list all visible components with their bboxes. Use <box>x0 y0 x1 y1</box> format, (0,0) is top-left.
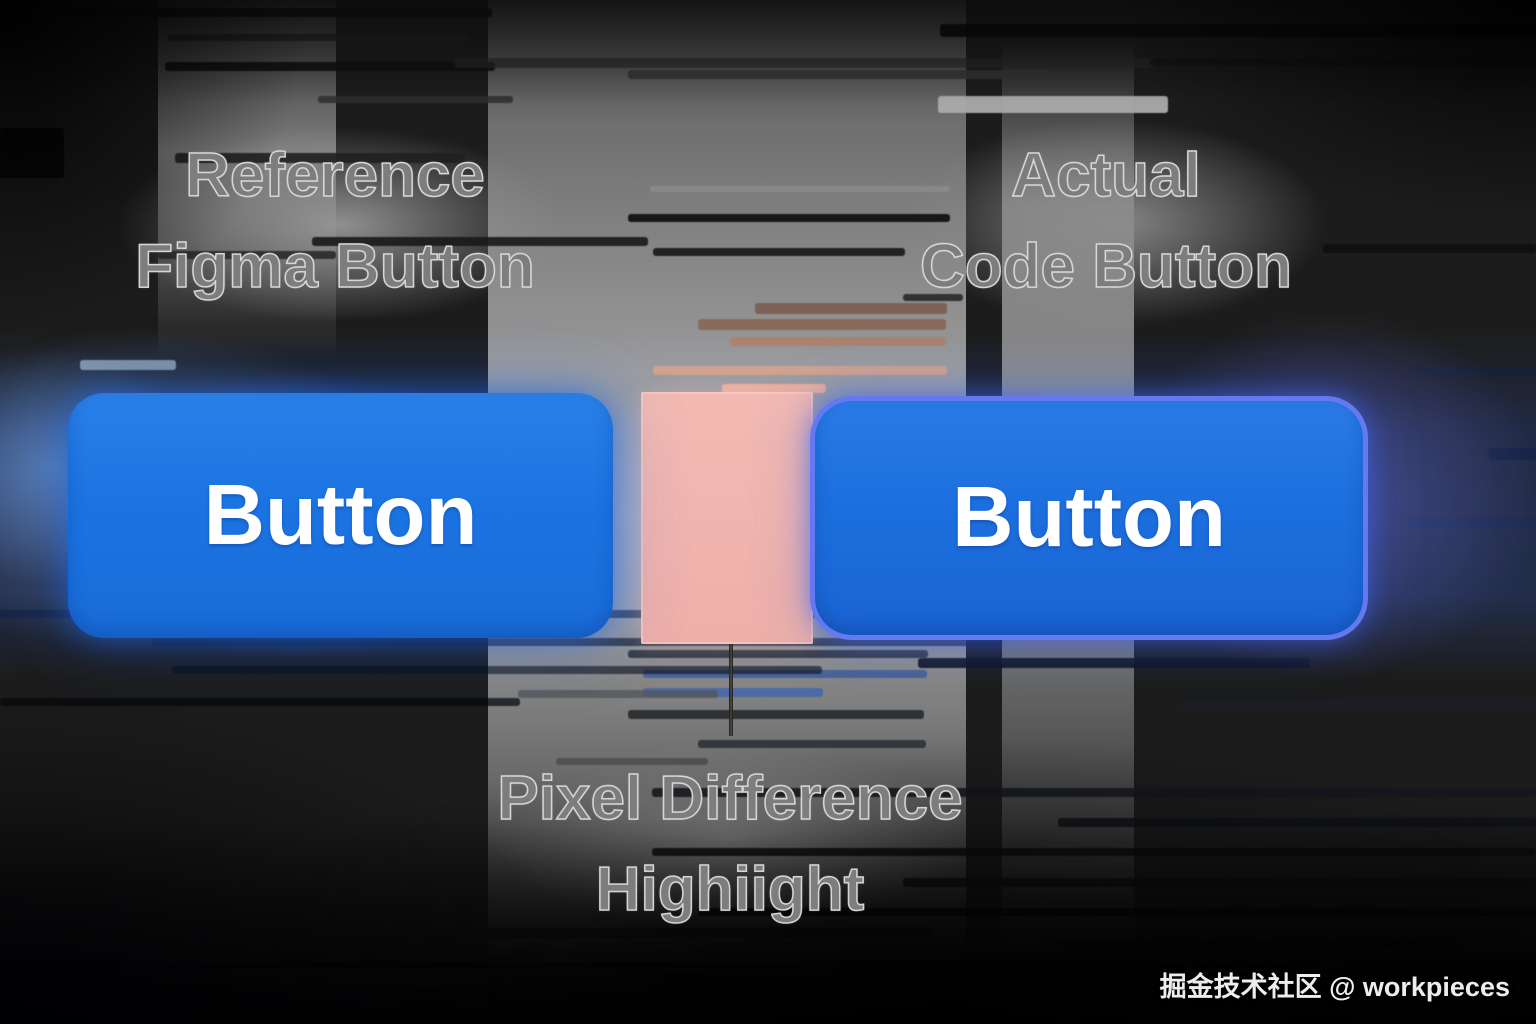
actual-code-button[interactable]: Button <box>810 396 1368 640</box>
reference-figma-button[interactable]: Button <box>68 393 613 638</box>
pixel-diff-highlight-rect <box>641 392 813 644</box>
actual-label-line2: Code Button <box>919 231 1292 302</box>
reference-label-line1: Reference <box>184 140 485 211</box>
pixel-difference-label: Pixel Difference Highiight <box>455 753 1005 935</box>
reference-figma-button-label: Reference Figma Button <box>60 130 610 312</box>
actual-code-button-label: Actual Code Button <box>830 130 1382 312</box>
actual-label-line1: Actual <box>1011 140 1202 211</box>
actual-button-label: Button <box>952 470 1226 565</box>
diff-pointer-line <box>729 644 733 736</box>
diff-label-line2: Highiight <box>595 854 865 925</box>
diff-label-line1: Pixel Difference <box>497 763 964 834</box>
reference-label-line2: Figma Button <box>135 231 536 302</box>
watermark: 掘金技术社区 @ workpieces <box>1159 972 1510 1002</box>
reference-button-label: Button <box>203 467 478 563</box>
